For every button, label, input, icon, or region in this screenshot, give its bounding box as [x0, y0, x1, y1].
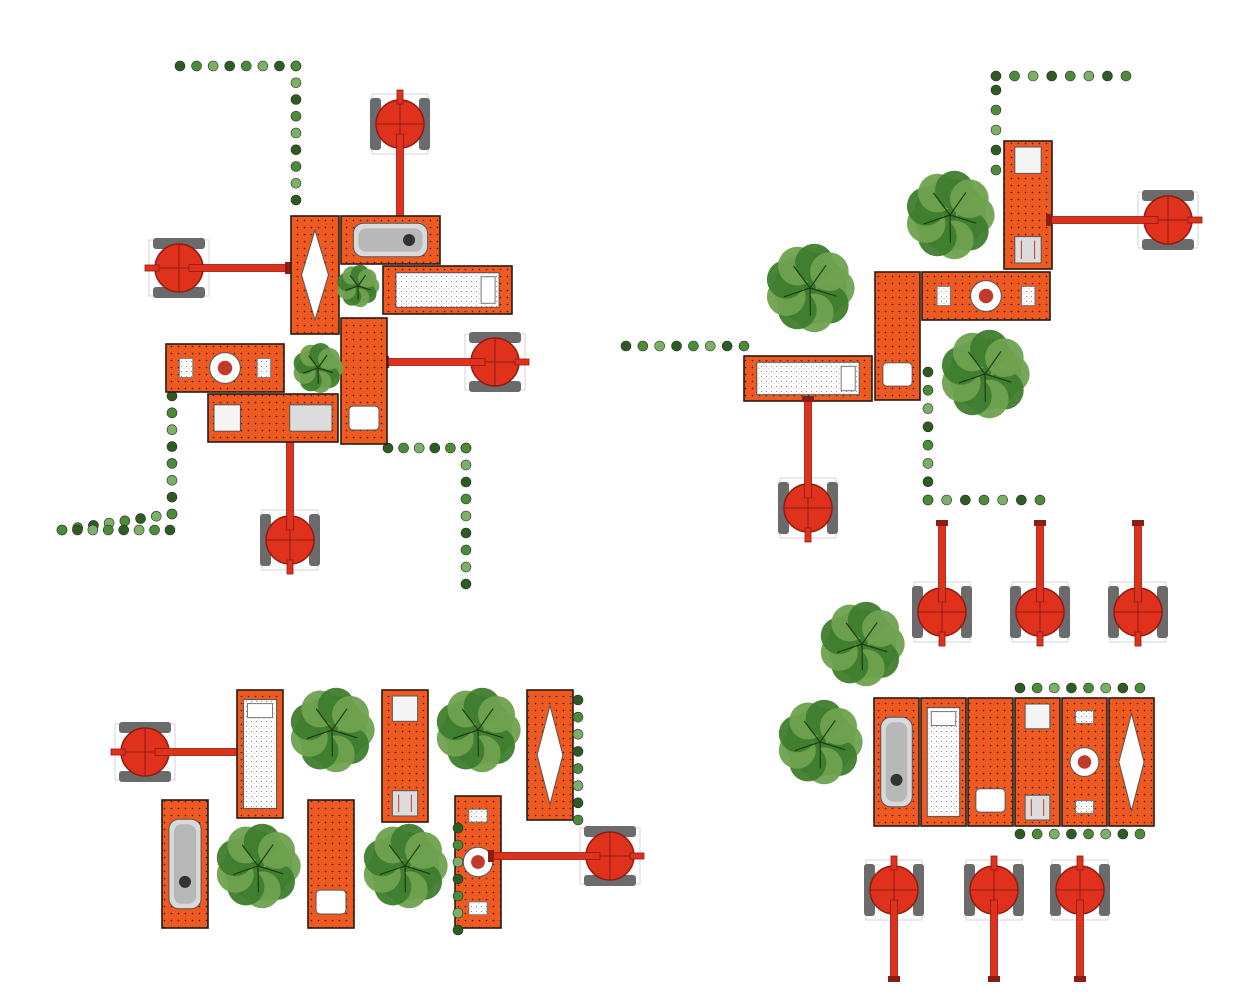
tree-icon [820, 601, 905, 687]
housing-module [165, 343, 285, 393]
excavator-icon [864, 855, 924, 982]
shrub-hedge [174, 60, 302, 206]
excavator-icon [1050, 855, 1110, 982]
cluster-plan-bottom-left [110, 687, 645, 936]
housing-module [743, 355, 873, 402]
excavator-icon [260, 428, 320, 575]
skylight-icon [536, 703, 564, 807]
housing-module [161, 799, 209, 929]
armchair-icon [315, 889, 347, 915]
excavator-icon [488, 826, 645, 886]
housing-module [454, 795, 502, 929]
housing-module [1061, 697, 1108, 827]
tree-icon [906, 170, 995, 260]
excavator-icon [144, 238, 291, 298]
housing-module [920, 697, 967, 827]
tree-icon [436, 687, 521, 773]
tree-icon [290, 687, 375, 773]
shrub-hedge [990, 70, 1132, 82]
armchair-icon [348, 405, 380, 431]
stove-icon [289, 404, 333, 432]
housing-module [340, 215, 441, 265]
tree-icon [778, 699, 863, 785]
shrub-hedge [382, 442, 472, 590]
excavator-icon [370, 89, 430, 236]
housing-module [1003, 140, 1053, 270]
housing-module [526, 689, 574, 821]
housing-module [874, 271, 921, 401]
tree-icon [337, 264, 380, 308]
housing-module [967, 697, 1014, 827]
shrub-hedge [56, 390, 178, 536]
excavator-icon [1046, 190, 1203, 250]
shrub-hedge [572, 694, 584, 826]
skylight-icon [1118, 711, 1145, 813]
sink-icon [391, 695, 419, 722]
shrub-hedge [620, 340, 750, 352]
housing-module [1014, 697, 1061, 827]
cluster-plan-bottom-right [778, 520, 1168, 982]
shrub-hedge [1014, 828, 1146, 840]
shrub-hedge [56, 524, 176, 536]
housing-module [921, 271, 1051, 321]
shrub-hedge [922, 366, 1046, 506]
cluster-plan-top-left [56, 60, 530, 590]
tree-icon [941, 329, 1030, 419]
housing-module [340, 317, 388, 445]
sink-icon [1024, 703, 1051, 730]
housing-module [1108, 697, 1155, 827]
tree-icon [363, 823, 448, 909]
tree-icon [216, 823, 301, 909]
excavator-icon [1010, 520, 1070, 647]
housing-module [381, 689, 429, 823]
shrub-hedge [1014, 682, 1146, 694]
sink-icon [213, 404, 241, 432]
tree-icon [766, 243, 855, 333]
sink-icon [1014, 146, 1042, 174]
tree-icon [293, 342, 344, 394]
shrub-hedge [452, 822, 464, 936]
cluster-plan-top-right [620, 70, 1203, 543]
housing-module [207, 393, 339, 443]
housing-module [873, 697, 920, 827]
shrub-hedge [990, 84, 1002, 176]
stove-icon [1014, 236, 1042, 264]
excavator-icon [1108, 520, 1168, 647]
housing-module [290, 215, 340, 335]
excavator-icon [110, 722, 257, 782]
housing-module [307, 799, 355, 929]
excavator-icon [964, 855, 1024, 982]
excavator-icon [383, 332, 530, 392]
excavator-icon [912, 520, 972, 647]
skylight-icon [301, 228, 329, 322]
housing-module [236, 689, 284, 819]
housing-module [382, 265, 513, 315]
excavator-icon [778, 396, 838, 543]
armchair-icon [975, 788, 1006, 813]
armchair-icon [882, 362, 913, 387]
stove-icon [1024, 794, 1051, 821]
stove-icon [391, 790, 419, 817]
